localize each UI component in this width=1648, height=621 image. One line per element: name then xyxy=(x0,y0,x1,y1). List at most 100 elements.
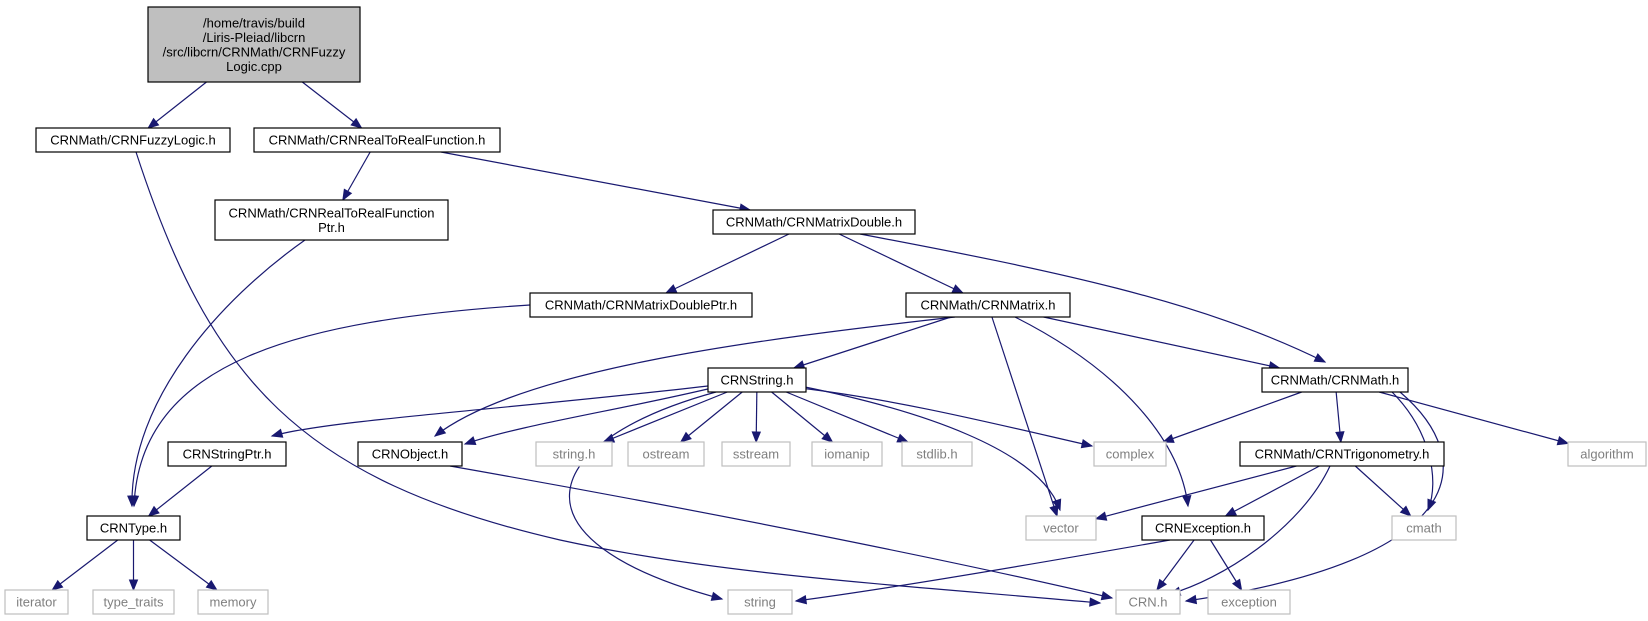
node-algorithm[interactable]: algorithm xyxy=(1567,441,1647,467)
node-label: CRNMath/CRNRealToRealFunction xyxy=(229,205,435,220)
node-label: CRNMath/CRNMatrix.h xyxy=(920,298,1055,313)
node-type_traits[interactable]: type_traits xyxy=(92,589,175,615)
edge-line xyxy=(799,385,1061,511)
node-sstream[interactable]: sstream xyxy=(721,441,791,467)
edge-trig-to-vector xyxy=(1094,465,1297,521)
node-label: type_traits xyxy=(104,595,164,610)
node-ostream[interactable]: ostream xyxy=(627,441,705,467)
edge-crnstring-to-string xyxy=(568,391,724,601)
node-crnmath[interactable]: CRNMath/CRNMath.h xyxy=(1261,367,1409,393)
edge-arrowhead xyxy=(270,428,284,438)
node-fuzzy[interactable]: CRNMath/CRNFuzzyLogic.h xyxy=(35,127,231,153)
edge-crnmath-to-crnh xyxy=(1184,391,1444,605)
edge-line xyxy=(603,391,728,443)
node-mdbl[interactable]: CRNMath/CRNMatrixDouble.h xyxy=(712,209,916,235)
node-stdlib[interactable]: stdlib.h xyxy=(901,441,973,467)
edge-object-to-crnh xyxy=(449,465,1114,601)
node-box xyxy=(529,292,753,318)
edge-line xyxy=(795,539,1171,602)
edge-line xyxy=(1185,391,1444,602)
edge-crnstring-to-iomanip xyxy=(771,391,834,443)
node-label: ostream xyxy=(643,447,690,462)
edge-arrowhead xyxy=(1427,498,1437,512)
edge-mdbl-to-matrix xyxy=(838,233,965,294)
edge-line xyxy=(1169,465,1331,595)
node-trig[interactable]: CRNMath/CRNTrigonometry.h xyxy=(1239,441,1445,467)
edge-arrowhead xyxy=(679,431,692,443)
node-layer: /home/travis/build/Liris-Pleiad/libcrn/s… xyxy=(4,6,1647,615)
edge-arrowhead xyxy=(51,579,64,591)
node-iomanip[interactable]: iomanip xyxy=(811,441,883,467)
edge-crnstring-to-complex xyxy=(799,387,1094,449)
node-r2r[interactable]: CRNMath/CRNRealToRealFunction.h xyxy=(253,127,501,153)
node-cmath[interactable]: cmath xyxy=(1391,515,1457,541)
node-strptr[interactable]: CRNStringPtr.h xyxy=(167,441,287,467)
node-box xyxy=(1141,515,1265,541)
node-label: CRNMath/CRNMatrixDoublePtr.h xyxy=(545,298,737,313)
node-object[interactable]: CRNObject.h xyxy=(357,441,463,467)
edge-matrix-to-crnmath xyxy=(1043,316,1281,371)
edge-arrowhead xyxy=(1556,436,1570,446)
edge-line xyxy=(434,316,956,437)
edge-line xyxy=(838,233,964,294)
node-label: CRNMath/CRNTrigonometry.h xyxy=(1255,447,1430,462)
edge-line xyxy=(271,385,709,437)
edge-line xyxy=(301,81,362,129)
node-matrix[interactable]: CRNMath/CRNMatrix.h xyxy=(905,292,1071,318)
node-vector[interactable]: vector xyxy=(1025,515,1097,541)
edge-crnstring-to-string_h xyxy=(602,391,728,443)
node-mdblptr[interactable]: CRNMath/CRNMatrixDoublePtr.h xyxy=(529,292,753,318)
edge-arrowhead xyxy=(147,117,160,129)
edge-crntype-to-memory xyxy=(149,539,218,591)
node-crntype[interactable]: CRNType.h xyxy=(86,515,181,541)
edge-arrowhead xyxy=(951,284,965,294)
edge-layer xyxy=(51,81,1570,607)
node-crnh[interactable]: CRN.h xyxy=(1115,589,1181,615)
node-crnstring[interactable]: CRNString.h xyxy=(707,367,807,393)
edge-line xyxy=(51,539,119,591)
node-box xyxy=(1239,441,1445,467)
node-box xyxy=(1391,515,1457,541)
node-exc[interactable]: CRNException.h xyxy=(1141,515,1265,541)
edge-arrowhead xyxy=(1080,439,1094,449)
node-box xyxy=(1567,441,1647,467)
node-box xyxy=(86,515,181,541)
edge-line xyxy=(793,316,952,369)
node-box xyxy=(627,441,705,467)
edge-line xyxy=(149,539,218,591)
node-complex[interactable]: complex xyxy=(1093,441,1167,467)
node-exception[interactable]: exception xyxy=(1207,589,1291,615)
edge-strptr-to-crntype xyxy=(147,465,213,517)
node-box xyxy=(214,199,449,241)
edge-arrowhead xyxy=(1335,431,1345,444)
node-memory[interactable]: memory xyxy=(197,589,269,615)
edge-line xyxy=(135,151,1101,604)
node-box xyxy=(197,589,269,615)
edge-crntype-to-type_traits xyxy=(128,540,139,592)
edge-root-to-fuzzy xyxy=(147,81,207,129)
edge-crnmath-to-complex xyxy=(1161,391,1302,443)
node-root[interactable]: /home/travis/build/Liris-Pleiad/libcrn/s… xyxy=(147,6,361,83)
edge-matrix-to-vector xyxy=(991,316,1059,518)
node-box xyxy=(901,441,973,467)
edge-arrowhead xyxy=(342,188,353,202)
edge-arrowhead xyxy=(1052,498,1062,512)
edge-arrowhead xyxy=(751,431,762,444)
edge-mdblptr-to-crntype xyxy=(129,304,531,508)
edge-trig-to-cmath xyxy=(1354,465,1412,517)
node-iterator[interactable]: iterator xyxy=(4,589,69,615)
node-string_h[interactable]: string.h xyxy=(535,441,613,467)
node-box xyxy=(707,367,807,393)
edge-mdbl-to-crnmath xyxy=(859,233,1327,363)
node-box xyxy=(535,441,613,467)
node-label: CRNStringPtr.h xyxy=(183,447,272,462)
edge-line xyxy=(1095,465,1297,520)
node-box xyxy=(357,441,463,467)
edge-r2r-to-mdbl xyxy=(440,151,752,213)
edge-exc-to-exception xyxy=(1209,539,1243,592)
edge-line xyxy=(131,239,306,507)
node-box xyxy=(167,441,287,467)
node-string[interactable]: string xyxy=(727,589,793,615)
edge-fuzzy-to-crnh xyxy=(135,151,1102,607)
